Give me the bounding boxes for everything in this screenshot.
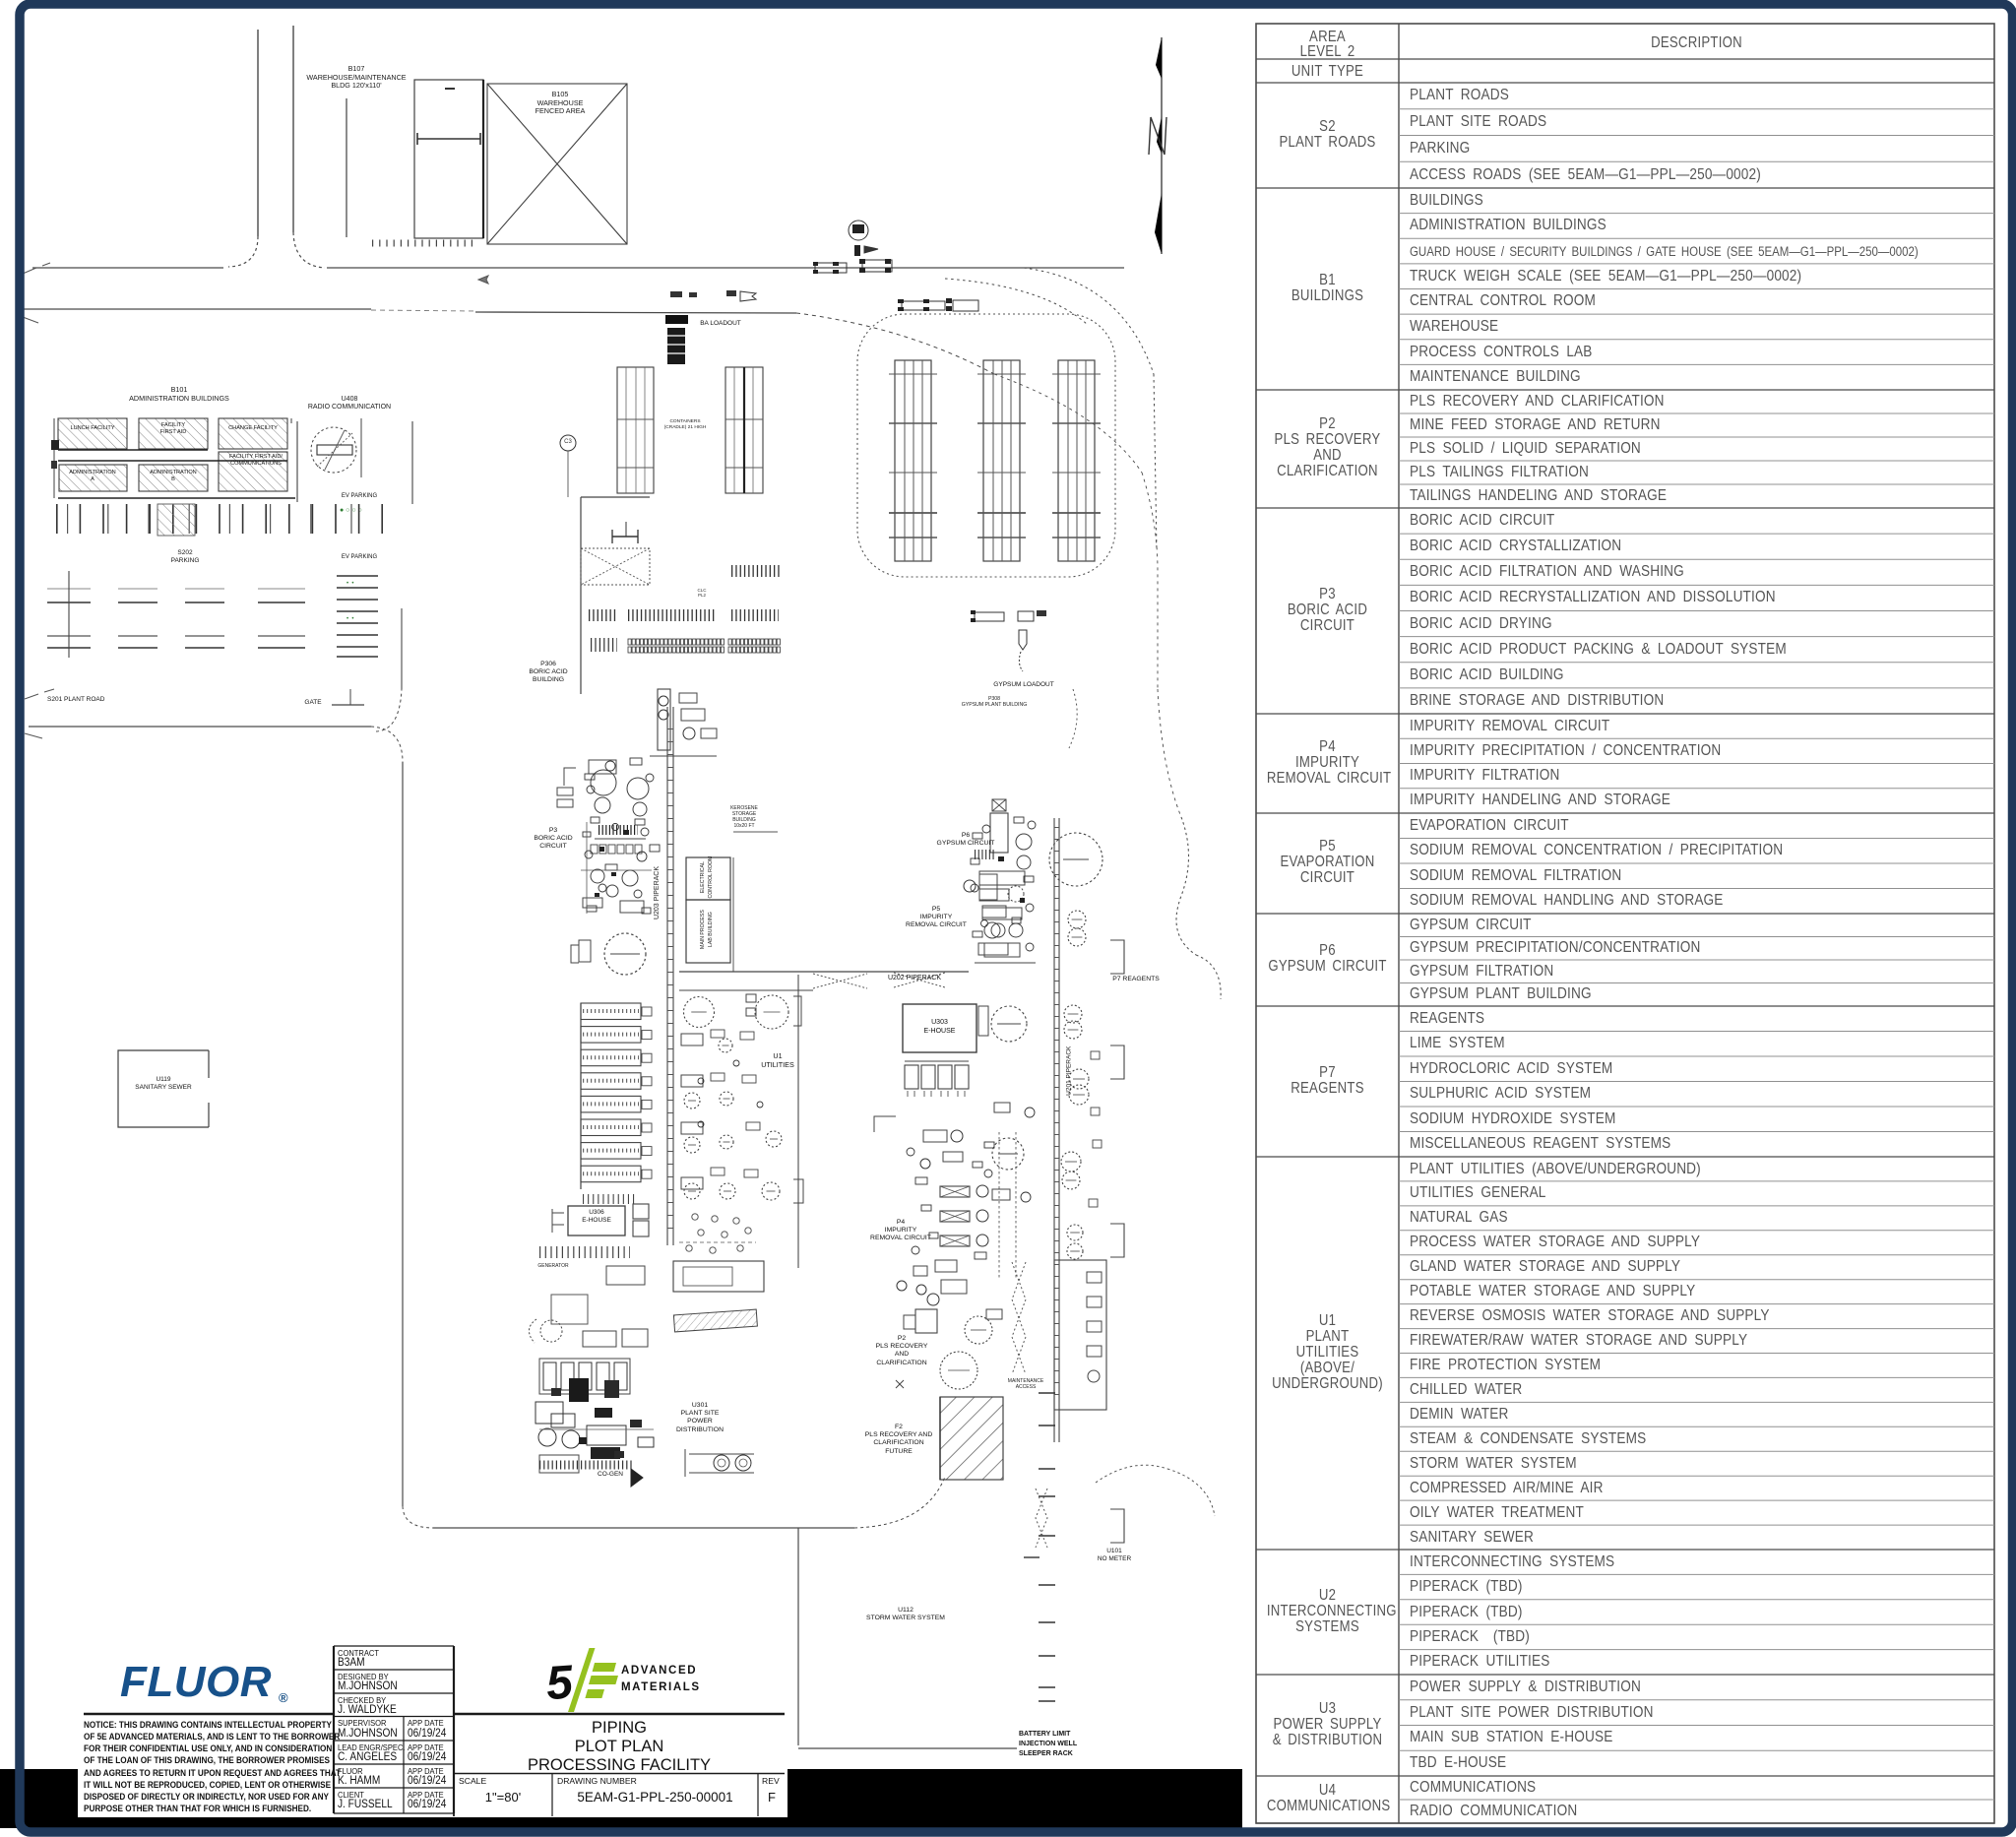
svg-text:● ○ ○ ○: ● ○ ○ ○ [340,507,362,514]
svg-text:• •: • • [346,616,354,622]
svg-text:• •: • • [346,581,354,587]
svg-text:5: 5 [544,1656,576,1710]
